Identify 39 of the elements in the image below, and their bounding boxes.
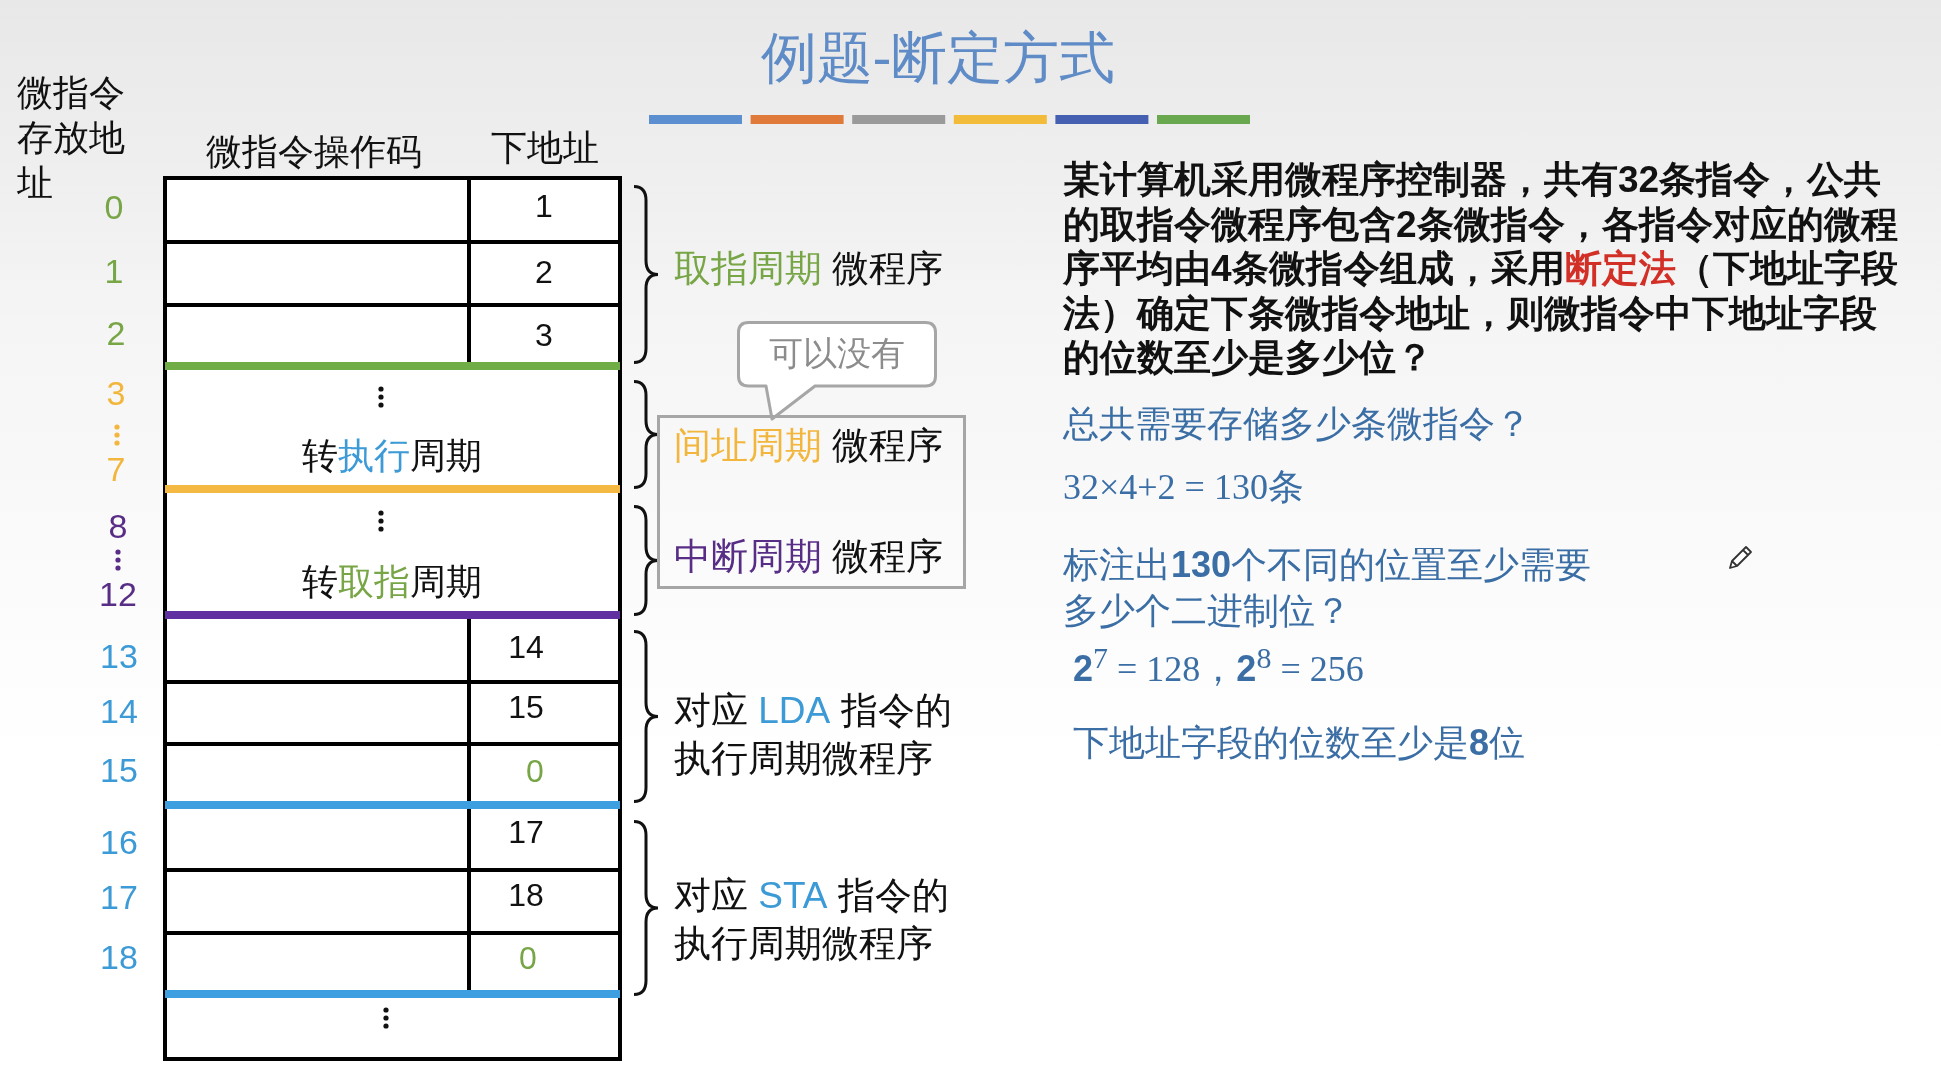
program-label: 取指周期 微程序 <box>674 247 944 291</box>
program-label: 间址周期 微程序 <box>674 424 944 468</box>
cell-value: 17 <box>508 813 544 851</box>
address-number: 7 <box>106 450 126 490</box>
program-label: 对应 LDA 指令的执行周期微程序 <box>674 689 953 781</box>
cell-value: 0 <box>526 752 544 790</box>
address-number: 17 <box>100 878 138 918</box>
title: 例题-断定方式 <box>760 25 1116 91</box>
formula-text: 32×4+2 = 130条 <box>1063 467 1304 509</box>
address-number: 14 <box>100 692 138 732</box>
column-header: 微指令操作码 <box>206 131 422 173</box>
cell-value: 1 <box>535 187 553 225</box>
address-number: 18 <box>100 938 138 978</box>
row-text: 转取指周期 <box>302 561 482 603</box>
program-label: 对应 STA 指令的执行周期微程序 <box>674 874 950 966</box>
address-number: 15 <box>100 751 138 791</box>
cell-value: 14 <box>508 628 544 666</box>
address-number: 1 <box>104 252 124 292</box>
address-number: 12 <box>99 575 137 615</box>
group-box <box>657 415 966 589</box>
note-text: 下地址字段的位数至少是8位 <box>1073 722 1526 764</box>
address-number: 3 <box>106 374 126 414</box>
note-text: 总共需要存储多少条微指令？ <box>1063 403 1531 445</box>
program-label: 中断周期 微程序 <box>674 535 944 579</box>
address-number: 13 <box>100 637 138 677</box>
cell-value: 18 <box>508 876 544 914</box>
address-number: 2 <box>106 314 126 354</box>
cell-value: 2 <box>535 253 553 291</box>
question-text: 某计算机采用微程序控制器，共有32条指令，公共的取指令微程序包含2条微指令，各指令对应的微程序平均由4条微指令组成，采用断定法（下地址字段法）确定下条微指令地址，则微指令中下地址字段的位数至少是多少位？ <box>1063 158 1899 380</box>
cell-value: 3 <box>535 316 553 354</box>
formula-text: 2$^{7}$ = 128，2$^{8}$ = 256 <box>1073 641 1364 691</box>
address-number: 16 <box>100 823 138 863</box>
speech-bubble: 可以没有 <box>737 321 937 421</box>
address-number: 8 <box>108 507 128 547</box>
cell-value: 0 <box>519 939 537 977</box>
row-text: 转执行周期 <box>302 435 482 477</box>
column-header: 下地址 <box>491 127 599 169</box>
note-text: 标注出130个不同的位置至少需要多少个二进制位？ <box>1063 543 1593 633</box>
cell-value: 15 <box>508 688 544 726</box>
